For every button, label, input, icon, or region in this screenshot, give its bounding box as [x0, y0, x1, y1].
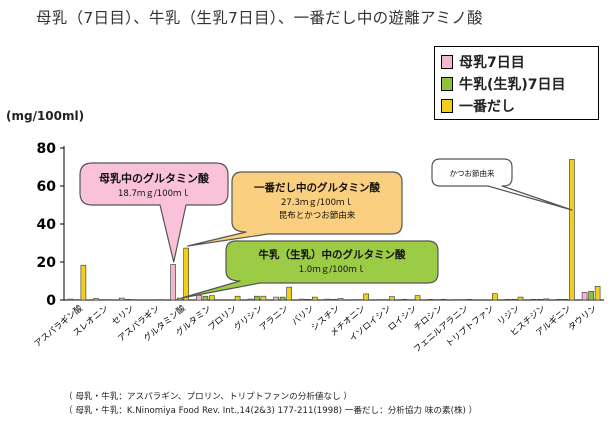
- bar: [389, 296, 395, 301]
- bar: [67, 298, 74, 301]
- bar: [363, 293, 370, 301]
- bar: [536, 299, 543, 301]
- legend-item-breast-milk: 母乳7日目: [441, 51, 592, 73]
- y-tick-label: 80: [37, 141, 57, 157]
- bar: [305, 299, 312, 301]
- bar: [517, 296, 524, 301]
- y-tick-label: 20: [37, 255, 57, 271]
- bar: [125, 299, 132, 301]
- bar: [202, 295, 209, 301]
- bar: [562, 299, 569, 301]
- legend-label-dashi: 一番だし: [459, 99, 515, 115]
- bar: [260, 295, 267, 301]
- amino-acid-bar-chart: 0 20 40 60 80 アスパラギン酸スレオニンセリンアスパラギングルタミン酸グルタ…: [32, 141, 604, 355]
- legend-item-cow-milk: 牛乳(生乳)7日目: [441, 73, 592, 95]
- bar: [491, 293, 498, 301]
- bar: [530, 299, 537, 301]
- bar: [569, 159, 575, 301]
- footnote-1: （ 母乳・牛乳：アスパラギン、プロリン、トリプトファンの分析値なし ）: [64, 392, 353, 402]
- bar: [119, 297, 125, 301]
- bar: [176, 297, 183, 301]
- bar: [543, 298, 550, 301]
- callout-breast-milk-glutamate: 母乳中のグルタミン酸 18.7ｍｇ/100ｍｌ: [79, 162, 229, 263]
- y-tick-label: 60: [37, 179, 57, 195]
- bar: [170, 264, 176, 301]
- chart-legend: 母乳7日目 牛乳(生乳)7日目 一番だし: [434, 46, 599, 120]
- svg-text:1.0ｍｇ/100ｍｌ: 1.0ｍｇ/100ｍｌ: [299, 265, 366, 275]
- bar: [504, 299, 511, 301]
- bar: [93, 298, 99, 301]
- legend-swatch-breast-milk: [441, 55, 453, 69]
- bar: [324, 298, 331, 301]
- bar: [298, 298, 305, 301]
- bar: [331, 299, 337, 301]
- bar: [209, 295, 215, 301]
- bar: [581, 292, 588, 301]
- y-tick-label: 0: [46, 293, 56, 309]
- legend-swatch-cow-milk: [441, 77, 453, 91]
- bar: [286, 286, 292, 301]
- bar: [311, 296, 318, 301]
- x-tick-label: タウリン: [567, 304, 599, 334]
- bar: [196, 294, 202, 301]
- y-axis-unit-label: (mg/100ml): [6, 109, 85, 123]
- svg-text:昆布とかつお節由来: 昆布とかつお節由来: [279, 210, 356, 221]
- bar: [466, 299, 472, 301]
- x-tick-labels: アスパラギン酸スレオニンセリンアスパラギングルタミン酸グルタミンプロリングリシン…: [32, 303, 599, 355]
- callout-dashi-glutamate: 一番だし中のグルタミン酸 27.3ｍｇ/100ｍｌ 昆布とかつお節由来: [187, 171, 403, 247]
- bar: [273, 296, 279, 301]
- svg-text:かつお節由来: かつお節由来: [450, 168, 495, 178]
- chart-bars: [67, 159, 601, 301]
- svg-text:27.3ｍｇ/100ｍｌ: 27.3ｍｇ/100ｍｌ: [281, 198, 353, 208]
- bar: [401, 299, 408, 301]
- bar: [414, 295, 421, 301]
- page-title: 母乳（7日目）、牛乳（生乳7日目）、一番だし中の遊離アミノ酸: [36, 9, 483, 27]
- bar: [556, 299, 562, 301]
- footnote-2: （ 母乳・牛乳：K.Ninomiya Food Rev. Int.,14(2&3…: [64, 406, 478, 416]
- bar: [427, 299, 434, 301]
- chart-callouts: 母乳中のグルタミン酸 18.7ｍｇ/100ｍｌ 一番だし中のグルタミン酸 27.3ｍｇ…: [79, 158, 573, 299]
- bar: [511, 299, 517, 301]
- legend-label-breast-milk: 母乳7日目: [459, 55, 525, 71]
- footnotes: （ 母乳・牛乳：アスパラギン、プロリン、トリプトファンの分析値なし ） （ 母乳…: [64, 390, 477, 418]
- bar: [279, 296, 286, 301]
- legend-item-dashi: 一番だし: [441, 95, 592, 117]
- bar: [588, 291, 594, 301]
- svg-text:18.7ｍｇ/100ｍｌ: 18.7ｍｇ/100ｍｌ: [118, 189, 190, 199]
- bar: [247, 298, 254, 301]
- callout-cow-milk-glutamate: 牛乳（生乳）中のグルタミン酸 1.0ｍｇ/100ｍｌ: [181, 240, 439, 299]
- legend-swatch-dashi: [441, 99, 453, 113]
- legend-label-cow-milk: 牛乳(生乳)7日目: [459, 77, 566, 93]
- bar: [80, 264, 87, 301]
- x-tick-label: アラニン: [258, 304, 290, 334]
- bar: [594, 285, 601, 301]
- callout-dashi-arginine: かつお節由来: [431, 158, 573, 211]
- bar: [337, 298, 344, 301]
- y-tick-label: 40: [37, 217, 57, 233]
- bar: [440, 299, 447, 301]
- svg-text:一番だし中のグルタミン酸: 一番だし中のグルタミン酸: [254, 181, 380, 194]
- bar: [234, 295, 241, 301]
- bar: [254, 295, 260, 301]
- svg-text:牛乳（生乳）中のグルタミン酸: 牛乳（生乳）中のグルタミン酸: [259, 248, 406, 261]
- bar: [183, 247, 189, 301]
- svg-text:母乳中のグルタミン酸: 母乳中のグルタミン酸: [99, 171, 210, 185]
